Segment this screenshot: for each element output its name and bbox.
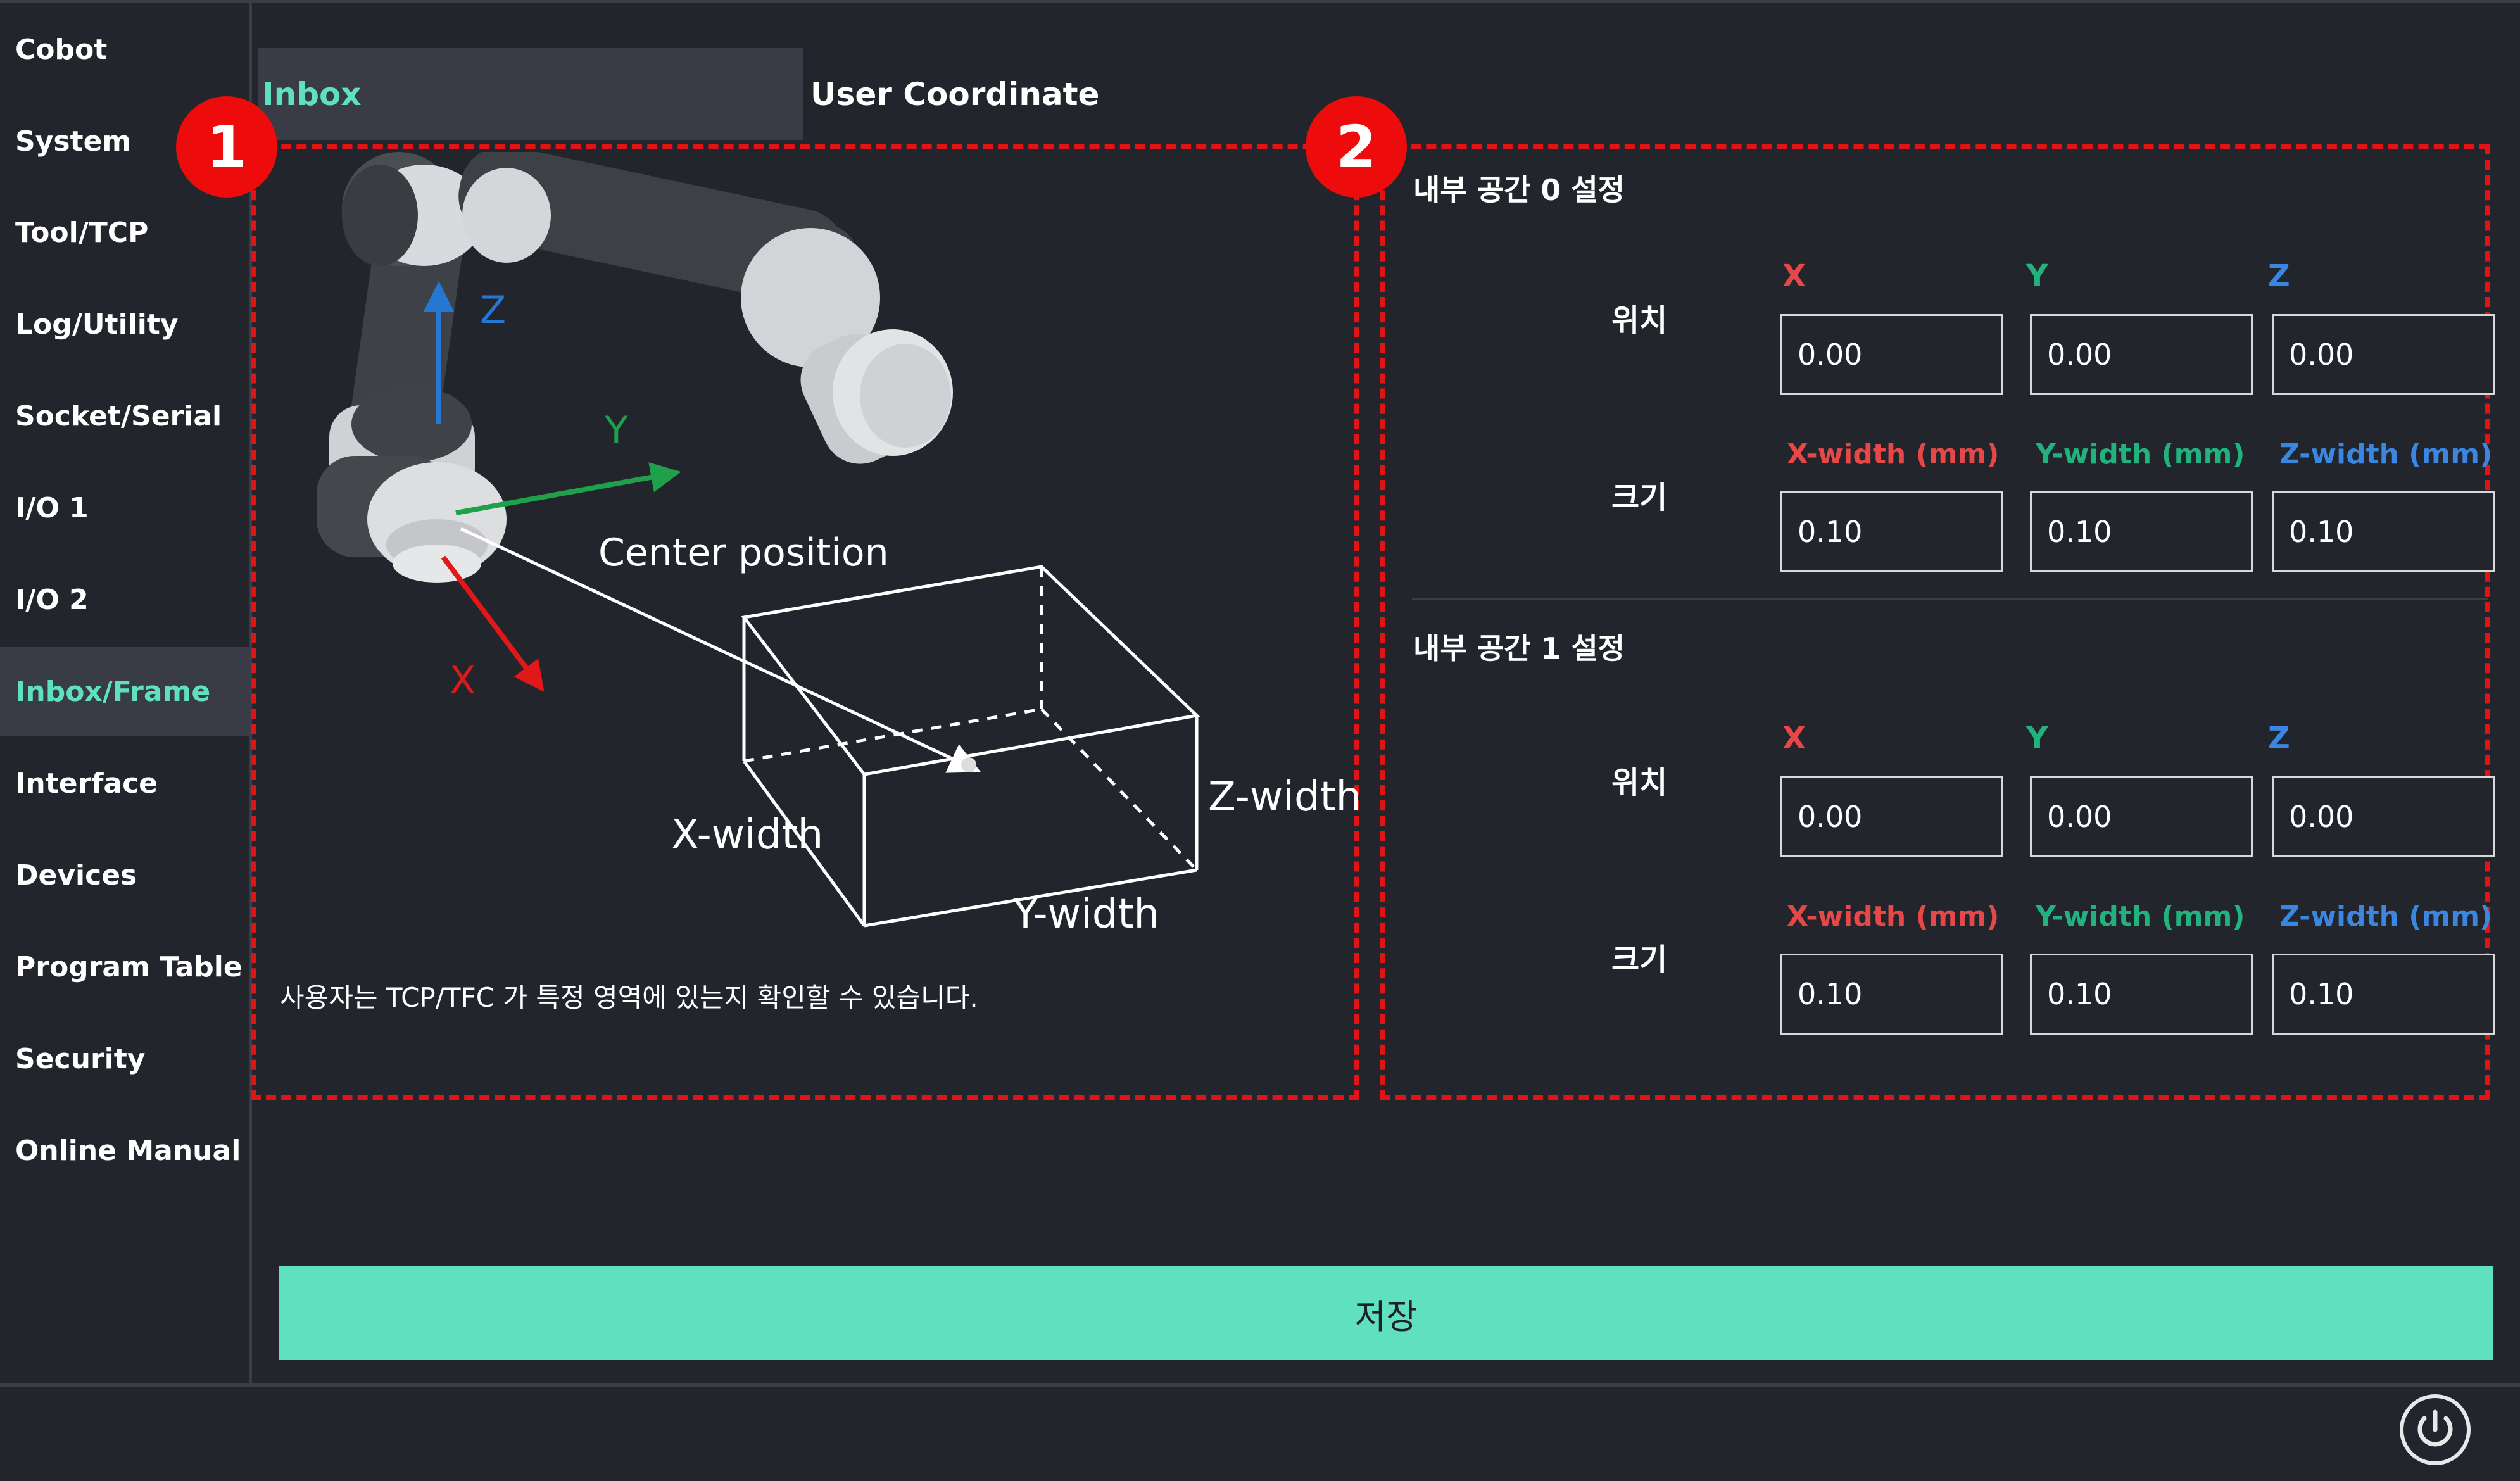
- callout-badge-1: 1: [176, 96, 277, 198]
- space-1-z-width-label: Z-width (mm): [2279, 900, 2493, 933]
- center-position-arrow: [460, 527, 981, 773]
- space-1-size-y-input[interactable]: [2030, 954, 2253, 1035]
- inbox-diagram: X Y Z Center position X-width Y-width Z-…: [317, 152, 1361, 938]
- space-1-title: 내부 공간 1 설정: [1413, 631, 1625, 665]
- diagram-y-label: Y: [604, 408, 628, 453]
- top-border: [0, 0, 2520, 3]
- diagram-x-label: X: [450, 659, 476, 703]
- sidebar-item-online-manual[interactable]: Online Manual: [15, 1134, 241, 1167]
- space-1-x-width-label: X-width (mm): [1787, 900, 2000, 933]
- space-1-axis-z-label: Z: [2268, 721, 2290, 756]
- sidebar-item-log-utility[interactable]: Log/Utility: [15, 308, 179, 341]
- space-1-position-label: 위치: [1611, 765, 1668, 800]
- diagram-z-label: Z: [480, 288, 506, 332]
- space-1-position-x-input[interactable]: [1780, 776, 2003, 857]
- center-position-label: Center position: [598, 531, 889, 575]
- sidebar-item-cobot[interactable]: Cobot: [15, 33, 108, 66]
- sidebar-item-inbox-frame[interactable]: Inbox/Frame: [0, 647, 249, 736]
- tab-inbox[interactable]: Inbox: [258, 48, 803, 140]
- sidebar-item-program-table[interactable]: Program Table: [15, 950, 243, 983]
- sidebar-item-devices[interactable]: Devices: [15, 859, 137, 892]
- y-axis-arrow: [455, 462, 681, 515]
- sidebar-item-interface[interactable]: Interface: [15, 767, 158, 800]
- space-0-size-y-input[interactable]: [2030, 491, 2253, 572]
- space-1-size-x-input[interactable]: [1780, 954, 2003, 1035]
- inbox-description: 사용자는 TCP/TFC 가 특정 영역에 있는지 확인할 수 있습니다.: [280, 982, 978, 1013]
- highlight-frame-settings: [1380, 144, 2490, 1100]
- sidebar-item-security[interactable]: Security: [15, 1042, 146, 1075]
- sidebar-item-io1[interactable]: I/O 1: [15, 491, 89, 524]
- space-1-axis-x-label: X: [1782, 721, 1806, 756]
- tab-user-coordinate[interactable]: User Coordinate: [810, 75, 1100, 113]
- space-divider: [1412, 598, 2488, 600]
- callout-badge-2: 2: [1306, 96, 1407, 198]
- space-1-position-z-input[interactable]: [2272, 776, 2495, 857]
- space-0-position-z-input[interactable]: [2272, 314, 2495, 395]
- space-0-axis-z-label: Z: [2268, 258, 2290, 294]
- sidebar-item-socket-serial[interactable]: Socket/Serial: [15, 400, 222, 432]
- space-0-size-z-input[interactable]: [2272, 491, 2495, 572]
- space-0-title: 내부 공간 0 설정: [1413, 173, 1625, 207]
- inbox-box: [741, 565, 1200, 928]
- x-axis-arrow: [441, 555, 545, 692]
- space-0-z-width-label: Z-width (mm): [2279, 438, 2493, 470]
- space-0-axis-x-label: X: [1782, 258, 1806, 294]
- sidebar-item-io2[interactable]: I/O 2: [15, 583, 89, 616]
- space-1-axis-y-label: Y: [2026, 721, 2048, 756]
- space-1-size-label: 크기: [1611, 942, 1668, 978]
- space-1-size-z-input[interactable]: [2272, 954, 2495, 1035]
- y-width-label: Y-width: [1012, 891, 1159, 938]
- space-0-position-label: 위치: [1611, 303, 1668, 338]
- space-0-axis-y-label: Y: [2026, 258, 2048, 294]
- sidebar-item-system[interactable]: System: [15, 125, 132, 158]
- space-0-size-x-input[interactable]: [1780, 491, 2003, 572]
- space-0-x-width-label: X-width (mm): [1787, 438, 2000, 470]
- space-0-y-width-label: Y-width (mm): [2036, 438, 2245, 470]
- space-1-y-width-label: Y-width (mm): [2036, 900, 2245, 933]
- space-0-position-x-input[interactable]: [1780, 314, 2003, 395]
- sidebar: Cobot System Tool/TCP Log/Utility Socket…: [0, 3, 252, 1383]
- sidebar-item-tool-tcp[interactable]: Tool/TCP: [15, 216, 149, 249]
- space-0-position-y-input[interactable]: [2030, 314, 2253, 395]
- bottom-border: [0, 1383, 2520, 1387]
- highlight-frame-diagram: [251, 144, 1359, 1100]
- space-1-position-y-input[interactable]: [2030, 776, 2253, 857]
- x-width-label: X-width: [671, 812, 823, 859]
- power-icon[interactable]: [2400, 1394, 2471, 1465]
- space-0-size-label: 크기: [1611, 480, 1668, 515]
- save-button[interactable]: 저장: [279, 1266, 2493, 1360]
- z-width-label: Z-width: [1208, 774, 1361, 821]
- robot-arm-illustration: [317, 152, 953, 583]
